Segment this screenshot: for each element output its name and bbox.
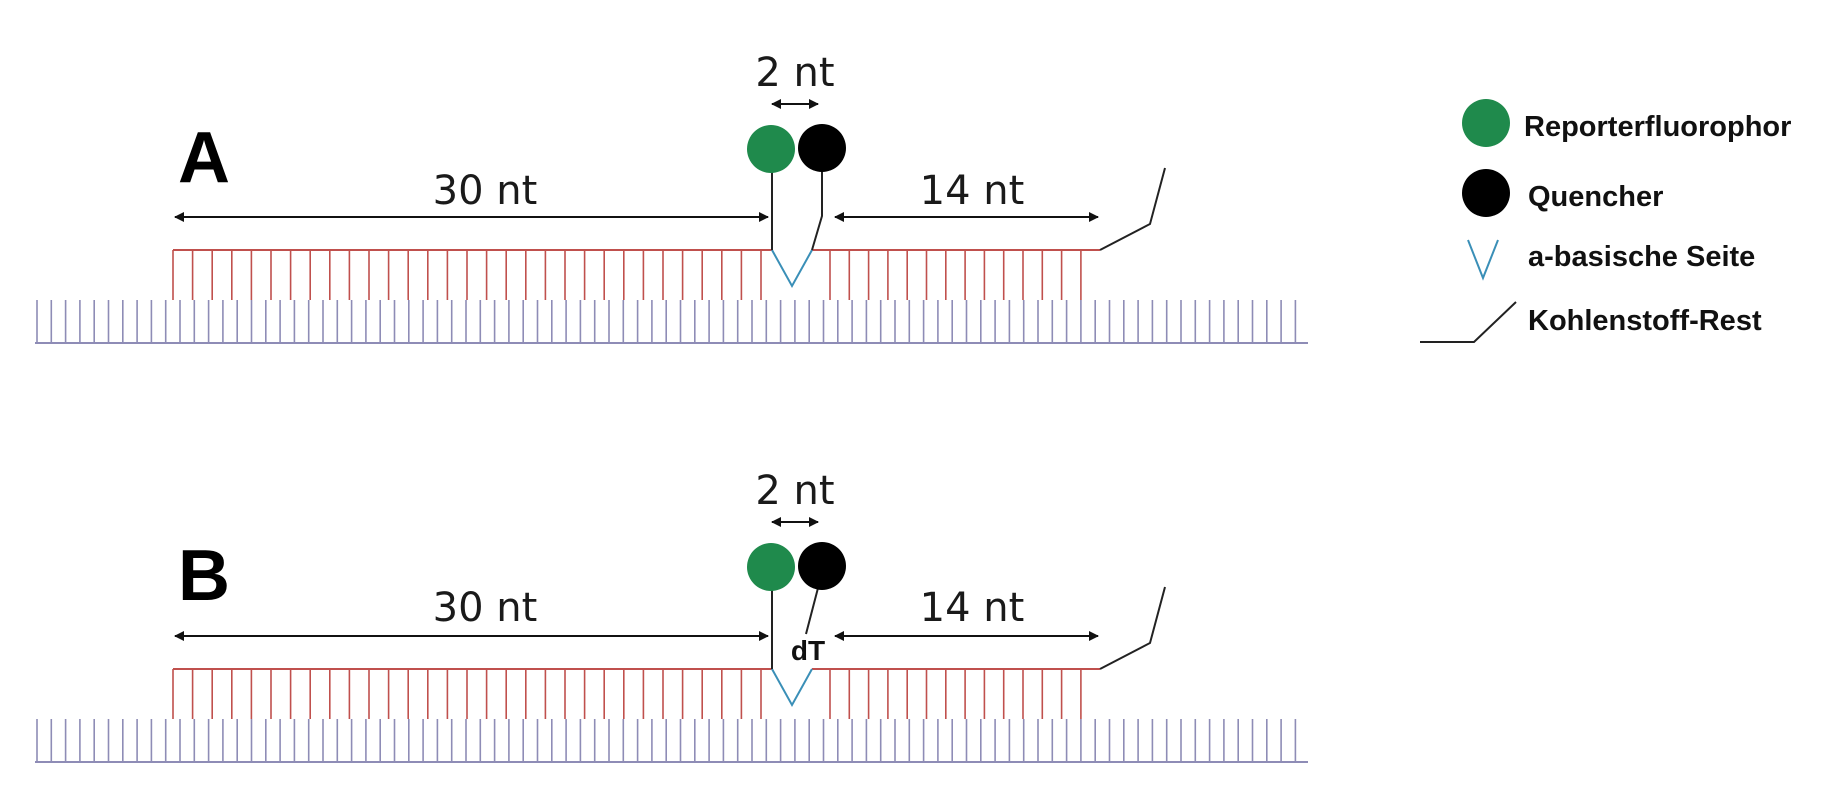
dt-label: dT xyxy=(791,635,825,666)
right-length-label: 14 nt xyxy=(920,585,1025,631)
dna-strands-b xyxy=(35,668,1308,763)
legend-abasic-label: a-basische Seite xyxy=(1528,241,1755,273)
reporter-fluorophore xyxy=(747,125,795,173)
carbon-linker xyxy=(1099,167,1166,251)
legend-quencher-symbol xyxy=(1462,169,1510,217)
quencher xyxy=(798,124,846,172)
abasic-site-mark xyxy=(771,249,813,289)
legend-reporter-label: Reporterfluorophor xyxy=(1524,111,1791,143)
carbon-linker xyxy=(1099,586,1166,670)
quencher-linker xyxy=(805,587,819,635)
dna-strands-a xyxy=(35,249,1308,344)
left-length-label: 30 nt xyxy=(433,168,538,214)
legend-quencher-label: Quencher xyxy=(1528,181,1663,213)
quencher xyxy=(798,542,846,590)
panel-label: B xyxy=(178,536,230,616)
legend: Reporterfluorophor Quencher a-basische S… xyxy=(1420,99,1791,343)
right-length-label: 14 nt xyxy=(920,168,1025,214)
panel-label: A xyxy=(178,118,230,198)
legend-carbon-label: Kohlenstoff-Rest xyxy=(1528,305,1762,337)
panel-a: A 30 nt 14 nt 2 nt xyxy=(35,50,1308,344)
left-length-label: 30 nt xyxy=(433,585,538,631)
legend-abasic-symbol xyxy=(1467,239,1499,281)
legend-carbon-symbol xyxy=(1420,301,1517,343)
gap-length-label: 2 nt xyxy=(755,468,834,514)
panel-b: B 30 nt 14 nt 2 nt dT xyxy=(35,468,1308,763)
gap-length-label: 2 nt xyxy=(755,50,834,96)
reporter-fluorophore xyxy=(747,543,795,591)
abasic-site-mark xyxy=(771,668,813,708)
legend-reporter-symbol xyxy=(1462,99,1510,147)
